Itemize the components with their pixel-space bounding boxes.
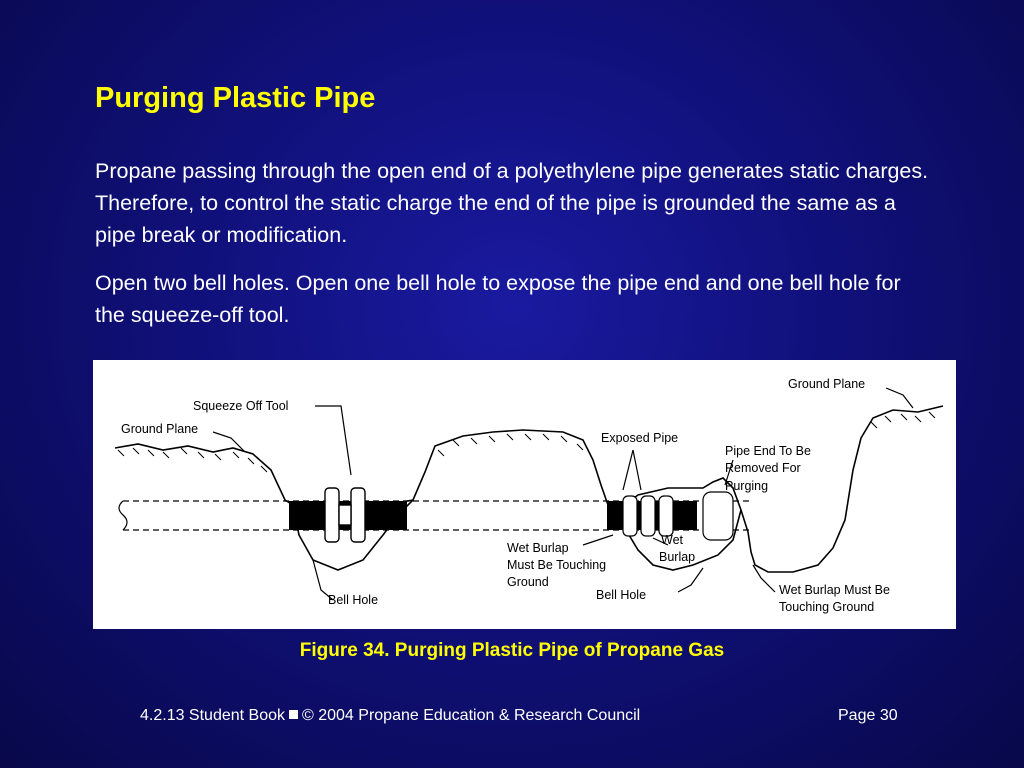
square-bullet-icon xyxy=(289,710,298,719)
label-ground-plane-right: Ground Plane xyxy=(788,377,865,391)
body-paragraph-2: Open two bell holes. Open one bell hole … xyxy=(95,271,901,327)
body-paragraph-1: Propane passing through the open end of … xyxy=(95,159,929,247)
footer-course: 4.2.13 Student Book xyxy=(140,707,285,724)
label-exposed-pipe: Exposed Pipe xyxy=(601,431,678,445)
label-pipe-end-2: Removed For xyxy=(725,461,801,475)
label-wet-burlap-touch-2: Must Be Touching xyxy=(507,558,606,572)
label-wet-burlap-touch-3: Ground xyxy=(507,575,549,589)
label-wet-burlap-1: Wet xyxy=(661,533,684,547)
footer-copyright: © 2004 Propane Education & Research Coun… xyxy=(302,707,641,724)
label-wet-burlap-touch-1: Wet Burlap xyxy=(507,541,569,555)
wet-burlap-wraps xyxy=(622,491,734,541)
soil-hatching xyxy=(117,411,936,473)
slide-title: Purging Plastic Pipe xyxy=(95,82,376,114)
pipe-cut-end xyxy=(118,500,128,531)
footer-page-number: Page 30 xyxy=(838,707,898,724)
leader-lines xyxy=(212,387,914,601)
label-pipe-end-1: Pipe End To Be xyxy=(725,444,811,458)
purging-diagram: Ground Plane Squeeze Off Tool Ground Pla… xyxy=(93,360,956,629)
ground-surface-right xyxy=(617,405,944,573)
diagram-svg: Ground Plane Squeeze Off Tool Ground Pla… xyxy=(114,377,944,614)
footer-left: 4.2.13 Student Book © 2004 Propane Educat… xyxy=(140,707,640,725)
label-ground-plane-left: Ground Plane xyxy=(121,422,198,436)
squeeze-off-tool xyxy=(324,487,366,543)
label-wet-burlap-must-2: Touching Ground xyxy=(779,600,874,614)
label-bell-hole-left: Bell Hole xyxy=(328,593,378,607)
label-pipe-end-3: Purging xyxy=(725,479,768,493)
label-wet-burlap-must-1: Wet Burlap Must Be xyxy=(779,583,890,597)
label-wet-burlap-2: Burlap xyxy=(659,550,695,564)
label-squeeze-off-tool: Squeeze Off Tool xyxy=(193,399,288,413)
figure-caption: Figure 34. Purging Plastic Pipe of Propa… xyxy=(299,640,725,661)
label-bell-hole-right: Bell Hole xyxy=(596,588,646,602)
